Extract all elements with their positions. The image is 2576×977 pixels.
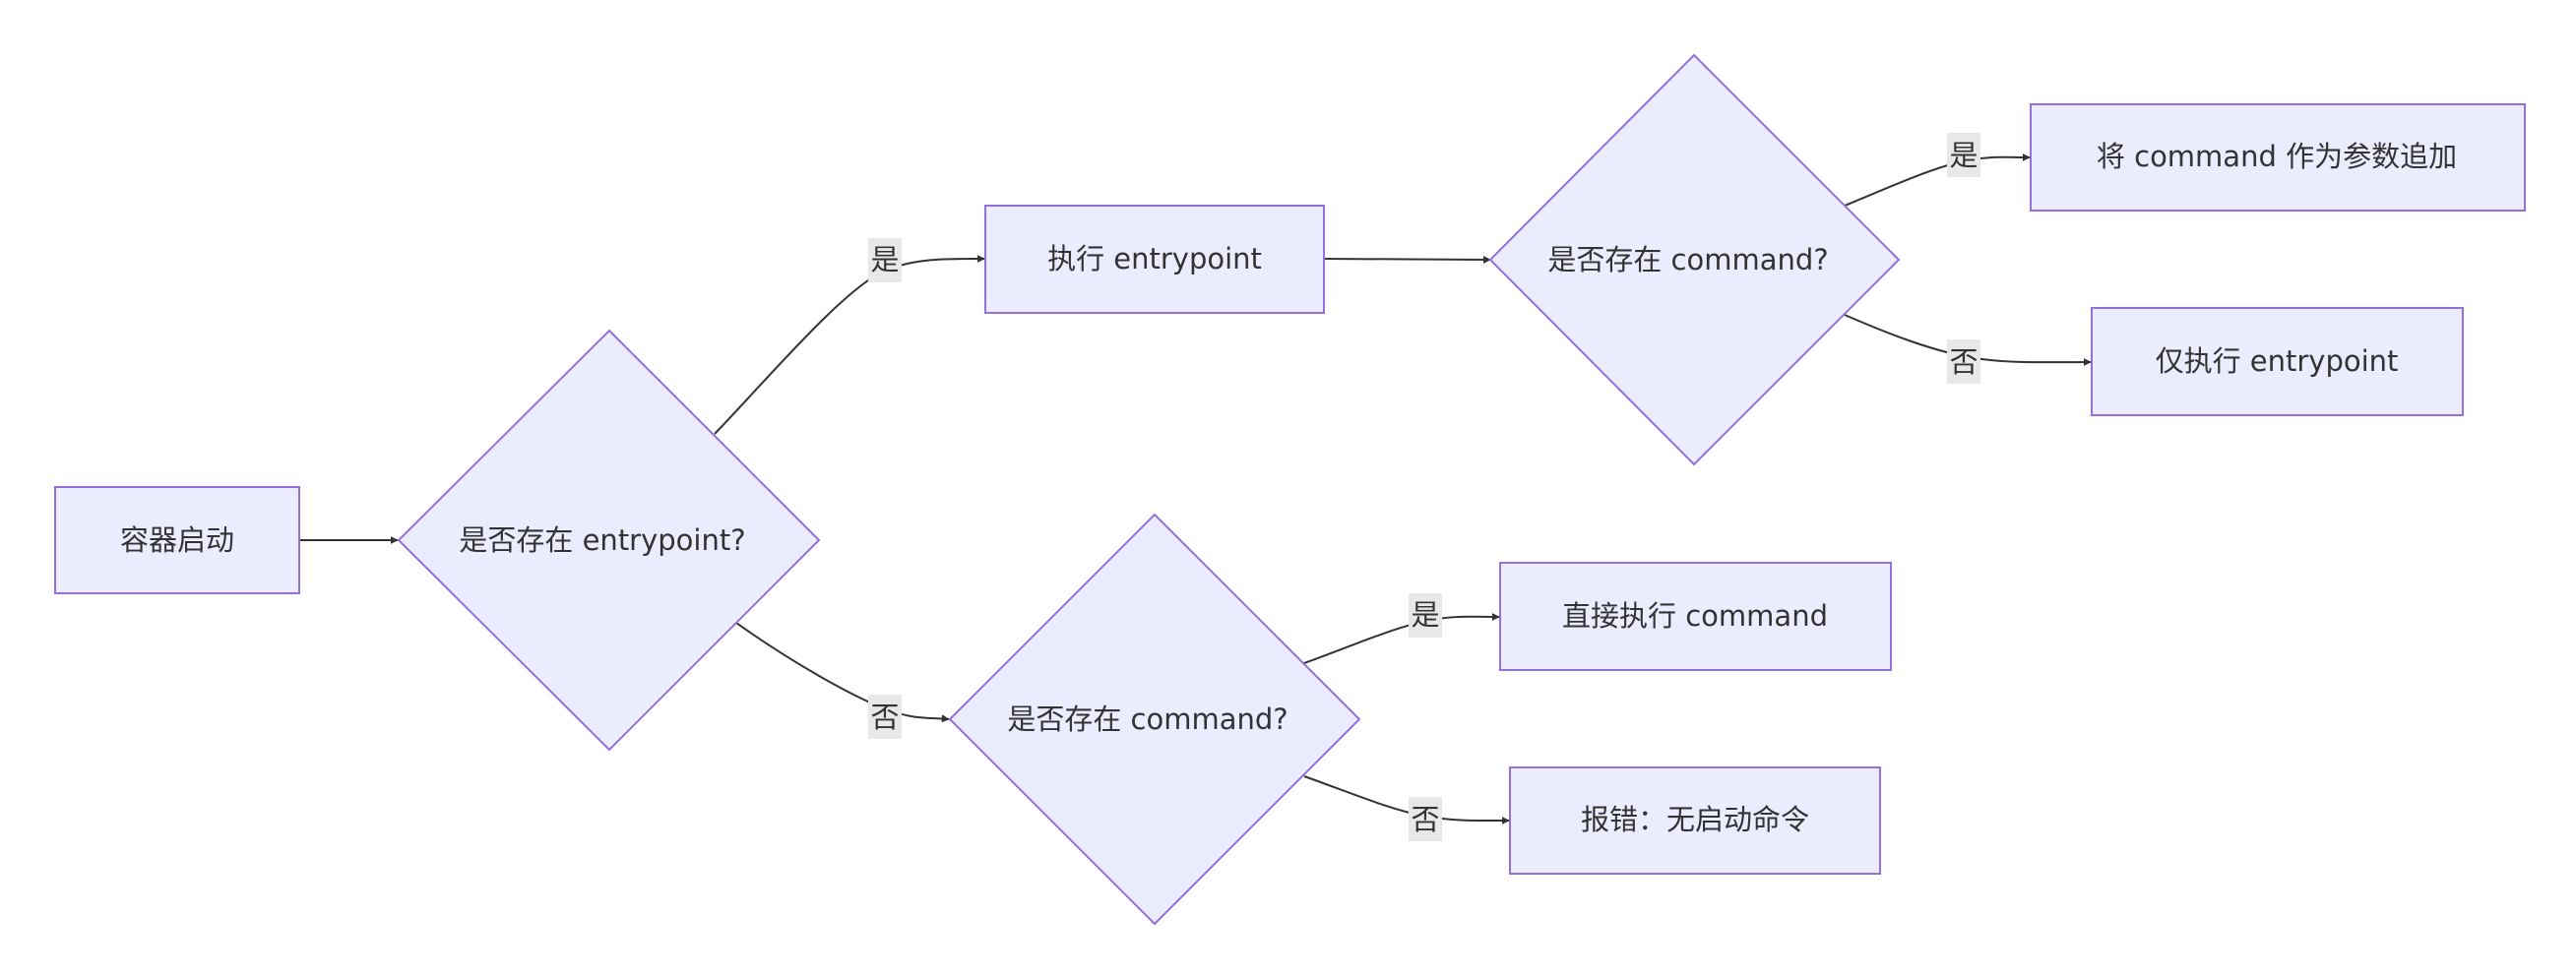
- edge-label-command-a-no-text: 否: [1949, 345, 1978, 379]
- edge-label-entrypoint-no-text: 否: [870, 701, 899, 734]
- edge-label-entrypoint-yes: 是: [868, 238, 902, 282]
- node-exec-entrypoint-label: 执行 entrypoint: [1047, 242, 1262, 275]
- node-command-check-a-label: 是否存在 command?: [1547, 243, 1828, 276]
- node-command-check-b-label: 是否存在 command?: [1007, 702, 1288, 736]
- node-command-check-a: 是否存在 command?: [1488, 53, 1901, 466]
- node-container-start: 容器启动: [54, 486, 300, 594]
- node-entrypoint-check: 是否存在 entrypoint?: [397, 329, 821, 752]
- node-error-no-command: 报错：无启动命令: [1509, 766, 1881, 875]
- edge-label-command-a-yes: 是: [1947, 133, 1980, 177]
- node-only-entrypoint: 仅执行 entrypoint: [2091, 307, 2464, 416]
- edge-label-command-b-yes: 是: [1409, 593, 1442, 638]
- edge-labels: 是 否 是 否 是 否: [868, 133, 1980, 841]
- edge-label-command-a-no: 否: [1947, 339, 1980, 384]
- edge-label-command-b-no-text: 否: [1411, 803, 1439, 836]
- node-exec-entrypoint: 执行 entrypoint: [984, 205, 1325, 314]
- node-exec-command-label: 直接执行 command: [1562, 599, 1828, 633]
- edge-command-b-yes: [1303, 612, 1500, 664]
- node-container-start-label: 容器启动: [120, 523, 234, 557]
- edge-entrypoint-no: [735, 622, 950, 723]
- node-error-no-command-label: 报错：无启动命令: [1581, 803, 1809, 836]
- edge-label-entrypoint-no: 否: [868, 695, 902, 739]
- node-entrypoint-check-label: 是否存在 entrypoint?: [459, 523, 745, 557]
- edge-label-command-b-yes-text: 是: [1411, 598, 1439, 632]
- nodes: 容器启动 是否存在 entrypoint? 执行 entrypoint 是否存在…: [54, 53, 2526, 926]
- node-append-command: 将 command 作为参数追加: [2030, 103, 2526, 212]
- edge-label-command-a-yes-text: 是: [1949, 139, 1978, 172]
- edge-label-entrypoint-yes-text: 是: [870, 243, 899, 276]
- edge-command-a-yes: [1844, 153, 2031, 207]
- node-exec-command: 直接执行 command: [1499, 562, 1892, 671]
- node-command-check-b: 是否存在 command?: [948, 513, 1361, 926]
- node-append-command-label: 将 command 作为参数追加: [2097, 140, 2457, 173]
- edge-entrypoint-yes: [714, 254, 985, 435]
- edge-exec-to-command-check: [1323, 255, 1491, 264]
- node-only-entrypoint-label: 仅执行 entrypoint: [2156, 344, 2399, 378]
- edge-command-b-no: [1303, 775, 1510, 825]
- edge-label-command-b-no: 否: [1409, 797, 1442, 841]
